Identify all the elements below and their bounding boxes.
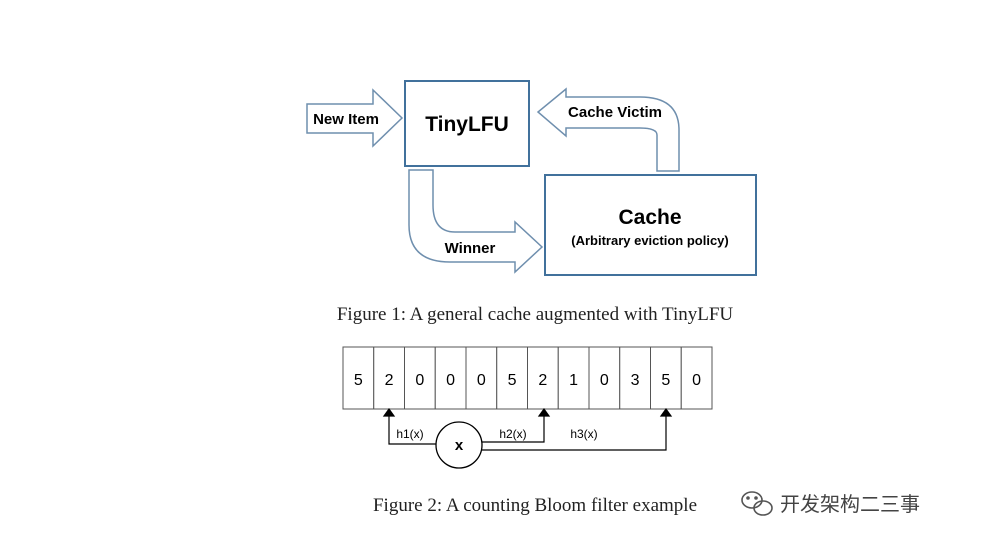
bloom-cell: 2	[527, 346, 559, 410]
input-label: x	[455, 437, 464, 454]
bloom-cell-value: 3	[631, 372, 640, 389]
bloom-cell-box	[404, 346, 436, 410]
bloom-cell-value: 0	[692, 372, 701, 389]
cache-box: Cache (Arbitrary eviction policy)	[544, 174, 757, 276]
input-node: x	[435, 421, 483, 469]
winner-label: Winner	[445, 240, 496, 257]
figure2-caption: Figure 2: A counting Bloom filter exampl…	[373, 495, 697, 516]
bloom-cell-value: 0	[415, 372, 424, 389]
cache-sublabel: (Arbitrary eviction policy)	[571, 233, 728, 248]
cache-victim-label: Cache Victim	[568, 104, 662, 121]
watermark-text: 开发架构二三事	[780, 492, 920, 516]
bloom-cell-value: 0	[446, 372, 455, 389]
bloom-cell-value: 1	[569, 372, 578, 389]
h3-arrowhead	[659, 407, 673, 417]
bloom-cell: 2	[373, 346, 405, 410]
new-item-label: New Item	[313, 111, 379, 128]
bloom-cell: 1	[557, 346, 590, 410]
bloom-cell-box	[342, 346, 375, 410]
bloom-cell-value: 5	[661, 372, 670, 389]
h2-arrowhead	[537, 407, 551, 417]
hash-connectors	[382, 407, 673, 451]
h1-arrowhead	[382, 407, 396, 417]
bloom-cell-value: 2	[538, 372, 547, 389]
hash-label-h1: h1(x)	[396, 427, 423, 441]
bloom-cell-box	[527, 346, 559, 410]
tinylfu-box: TinyLFU	[404, 80, 530, 167]
wechat-icon	[741, 491, 773, 516]
bloom-cell-box	[434, 346, 467, 410]
bloom-filter-array: 5 2 0 0 0 5 2 1 0 3 5 0	[342, 346, 713, 410]
h1-connector	[388, 413, 436, 445]
winner-arrow: Winner	[408, 169, 544, 274]
bloom-cell-value: 0	[600, 372, 609, 389]
bloom-cell-value: 5	[508, 372, 517, 389]
cache-label: Cache	[618, 206, 681, 229]
bloom-cell-value: 5	[354, 372, 363, 389]
watermark: 开发架构二三事	[741, 491, 920, 516]
bloom-cell-box	[557, 346, 590, 410]
bloom-cell: 0	[465, 346, 498, 410]
bloom-cell: 0	[434, 346, 467, 410]
bloom-cell-box	[465, 346, 498, 410]
bloom-cell: 5	[342, 346, 375, 410]
bloom-cell: 0	[404, 346, 436, 410]
bloom-cell-box	[619, 346, 651, 410]
bloom-cell-value: 2	[385, 372, 394, 389]
hash-label-h2: h2(x)	[499, 427, 526, 441]
bloom-cell: 3	[619, 346, 651, 410]
figure1-caption: Figure 1: A general cache augmented with…	[337, 304, 734, 325]
bloom-cell-box	[496, 346, 528, 410]
tinylfu-label: TinyLFU	[425, 113, 509, 136]
bloom-cell: 0	[680, 346, 713, 410]
bloom-cell-value: 0	[477, 372, 486, 389]
h3-connector	[480, 413, 667, 451]
bloom-cell: 0	[588, 346, 621, 410]
new-item-arrow: New Item	[306, 88, 404, 148]
bloom-cell: 5	[496, 346, 528, 410]
bloom-cell: 5	[650, 346, 682, 410]
bloom-cell-box	[680, 346, 713, 410]
hash-label-h3: h3(x)	[570, 427, 597, 441]
h2-connector	[482, 413, 545, 443]
cache-victim-arrow: Cache Victim	[536, 87, 680, 172]
